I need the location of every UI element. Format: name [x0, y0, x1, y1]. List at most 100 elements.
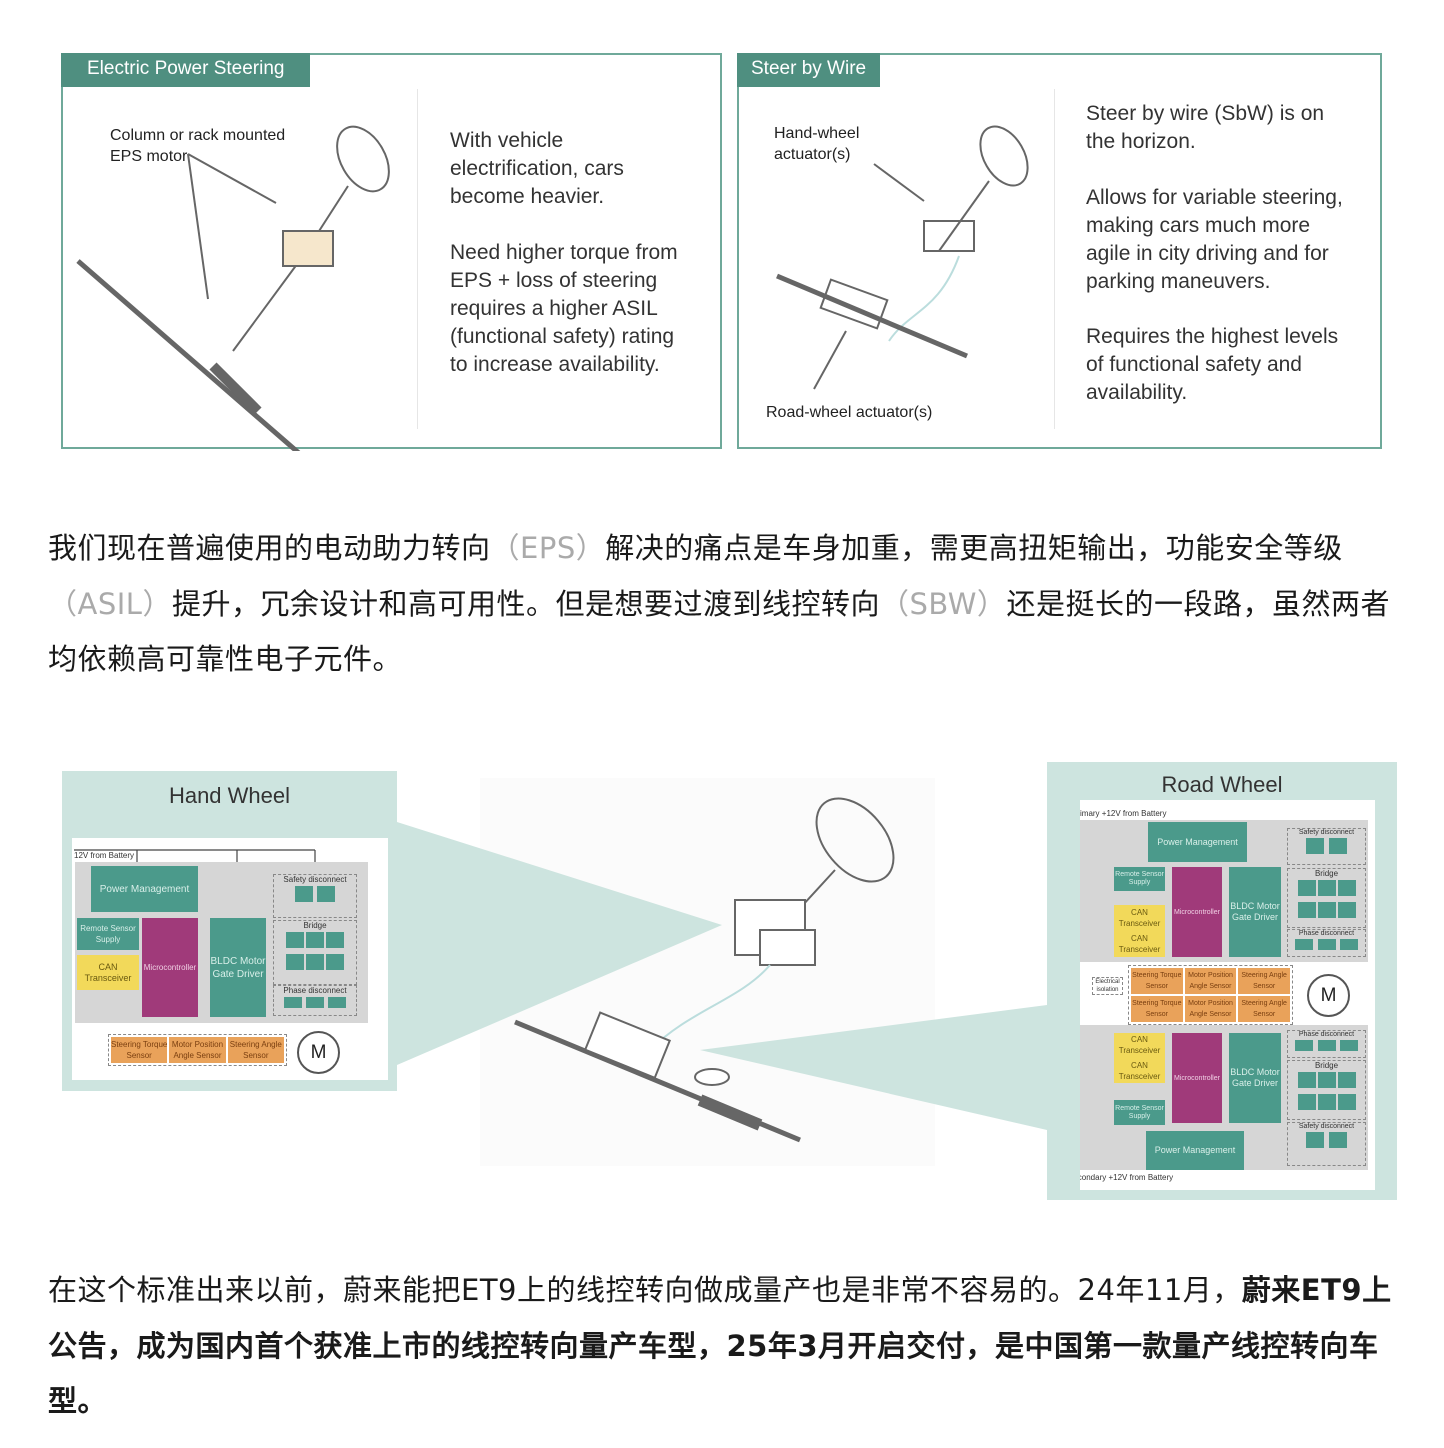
sbw-text-1: Steer by wire (SbW) is on the horizon. [1086, 100, 1324, 156]
steering-torque-sensor: Steering Torque Sensor [111, 1037, 167, 1063]
phase-disconnect-primary: Phase disconnect [1287, 929, 1366, 957]
motor-position-sensor: Motor Position Angle Sensor [169, 1037, 226, 1063]
phase-disconnect: Phase disconnect [273, 985, 357, 1016]
microcontroller: Microcontroller [142, 918, 198, 1017]
eps-text-1: With vehicle electrification, cars becom… [450, 127, 624, 211]
sbw-steering-illustration [776, 125, 1029, 390]
bold-text-run: 蔚来ET9上公告，成为国内首个获准上市的线控转向量产车型，25年3月开启交付，是… [48, 1273, 1392, 1418]
text-run: 在这个标准出来以前，蔚来能把ET9上的线控转向做成量产也是非常不容易的。24年1… [48, 1273, 1242, 1307]
text-run: 还是挺长的一段路，虽然两者均依赖高可靠性电子元件。 [48, 586, 1390, 677]
text-line: agile in city driving and for [1086, 242, 1329, 265]
callout-line: Hand-wheel [774, 125, 860, 142]
sensor-row: Steering Torque Sensor Motor Position An… [108, 1034, 287, 1066]
steering-torque-sensor: Steering Torque Sensor [1131, 968, 1183, 994]
hand-wheel-title: Hand Wheel [168, 783, 291, 808]
label: CAN Transceiver [1118, 1035, 1161, 1055]
remote-sensor-supply: Remote Sensor Supply [77, 918, 139, 950]
label: CAN Transceiver [1118, 908, 1161, 928]
divider [1054, 89, 1055, 429]
steering-angle-sensor: Steering Angle Sensor [1238, 996, 1290, 1022]
power-management: Power Management [91, 866, 198, 912]
text-line: Need higher torque from [450, 241, 678, 264]
sbw-callout-road: Road-wheel actuator(s) [766, 404, 933, 421]
safety-disconnect-secondary: Safety disconnect [1287, 1122, 1366, 1166]
safety-disconnect: Safety disconnect [273, 874, 357, 918]
text-line: Requires the highest levels [1086, 325, 1339, 348]
steering-angle-sensor: Steering Angle Sensor [227, 1037, 284, 1063]
microcontroller-secondary: Microcontroller [1172, 1033, 1222, 1123]
text-line: to increase availability. [450, 353, 660, 376]
label: Bridge [1314, 1061, 1339, 1070]
gate-driver: BLDC Motor Gate Driver [210, 918, 266, 1017]
text-run: （EPS） [490, 531, 606, 565]
road-wheel-diagram: Primary +12V from Battery Power Manageme… [1080, 800, 1375, 1190]
paragraph-2: 在这个标准出来以前，蔚来能把ET9上的线控转向做成量产也是非常不容易的。24年1… [48, 1263, 1408, 1430]
hand-wheel-diagram: 12V from Battery Power Management Remote… [72, 838, 388, 1080]
power-management-secondary: Power Management [1146, 1131, 1244, 1170]
text-run: 我们现在普遍使用的电动助力转向 [48, 531, 491, 565]
sbw-tab: Steer by Wire [737, 53, 881, 87]
text-line: Steer by wire (SbW) is on [1086, 102, 1325, 125]
sbw-panel: Steer by Wire Hand-wheel actuator(s) Roa… [737, 53, 1382, 449]
eps-callout: Column or rack mounted EPS motor [110, 125, 285, 167]
text-line: requires a higher ASIL [450, 297, 658, 320]
steering-angle-sensor: Steering Angle Sensor [1238, 968, 1290, 994]
label: CAN Transceiver [1118, 1061, 1161, 1081]
text-line: parking maneuvers. [1086, 270, 1271, 293]
remote-sensor-supply-secondary: Remote Sensor Supply [1114, 1100, 1165, 1125]
text-line: EPS + loss of steering [450, 269, 658, 292]
label: Phase disconnect [1298, 1031, 1355, 1038]
paragraph-1: 我们现在普遍使用的电动助力转向（EPS）解决的痛点是车身加重，需更高扭矩输出，功… [48, 521, 1408, 688]
text-line: Allows for variable steering, [1086, 186, 1343, 209]
phase-disconnect-secondary: Phase disconnect [1287, 1030, 1366, 1058]
eps-panel: Electric Power Steering Column or rack m… [61, 53, 722, 451]
hand-wheel-panel: Hand Wheel 12V from Battery Power Manage… [62, 771, 397, 1091]
motor-position-sensor: Motor Position Angle Sensor [1184, 968, 1237, 994]
power-management-primary: Power Management [1148, 822, 1247, 862]
sbw-callout-hand: Hand-wheel actuator(s) [774, 123, 859, 165]
text-run: （ASIL） [48, 586, 172, 621]
can-transceiver: CAN Transceiver [77, 955, 139, 990]
motor: M [297, 1031, 340, 1074]
label: Bridge [1314, 869, 1339, 878]
text-line: electrification, cars [450, 157, 624, 180]
remote-sensor-supply-primary: Remote Sensor Supply [1114, 867, 1165, 891]
text-line: making cars much more [1086, 214, 1311, 237]
text-line: With vehicle [450, 129, 564, 152]
label: Phase disconnect [1298, 930, 1355, 937]
bridge-secondary: Bridge [1287, 1060, 1366, 1120]
road-wheel-panel: Road Wheel Primary +12V from Battery Pow… [1047, 762, 1397, 1200]
label: Phase disconnect [283, 986, 347, 995]
callout-line: EPS motor [110, 148, 188, 165]
sbw-text-2: Allows for variable steering, making car… [1086, 184, 1343, 296]
text-line: become heavier. [450, 185, 605, 208]
supply-label: 12V from Battery [74, 851, 135, 860]
gate-driver-primary: BLDC Motor Gate Driver [1229, 867, 1281, 957]
bridge: Bridge [273, 920, 357, 985]
text-run: 提升，冗余设计和高可用性。但是想要过渡到线控转向 [171, 586, 880, 621]
label: Safety disconnect [1298, 829, 1355, 836]
sbw-text-3: Requires the highest levels of functiona… [1086, 323, 1338, 407]
electrical-isolation: Electrical isolation [1092, 977, 1123, 995]
text-line: the horizon. [1086, 130, 1196, 153]
text-run: 解决的痛点是车身加重，需更高扭矩输出，功能安全等级 [605, 531, 1343, 565]
steering-torque-sensor: Steering Torque Sensor [1131, 996, 1183, 1022]
label: CAN Transceiver [1118, 934, 1161, 954]
eps-tab: Electric Power Steering [61, 53, 311, 87]
label: Safety disconnect [283, 875, 347, 884]
label: Bridge [303, 921, 327, 930]
primary-supply-label: Primary +12V from Battery [1080, 809, 1167, 818]
callout-line: actuator(s) [774, 146, 851, 163]
text-line: availability. [1086, 381, 1188, 404]
divider [417, 89, 418, 429]
road-wheel-title: Road Wheel [1161, 772, 1283, 797]
microcontroller-primary: Microcontroller [1172, 867, 1222, 957]
motor-position-sensor: Motor Position Angle Sensor [1184, 996, 1237, 1022]
text-line: of functional safety and [1086, 353, 1302, 376]
eps-text-2: Need higher torque from EPS + loss of st… [450, 239, 678, 379]
sensor-block: Steering Torque Sensor Motor Position An… [1128, 965, 1293, 1025]
motor: M [1307, 974, 1350, 1017]
